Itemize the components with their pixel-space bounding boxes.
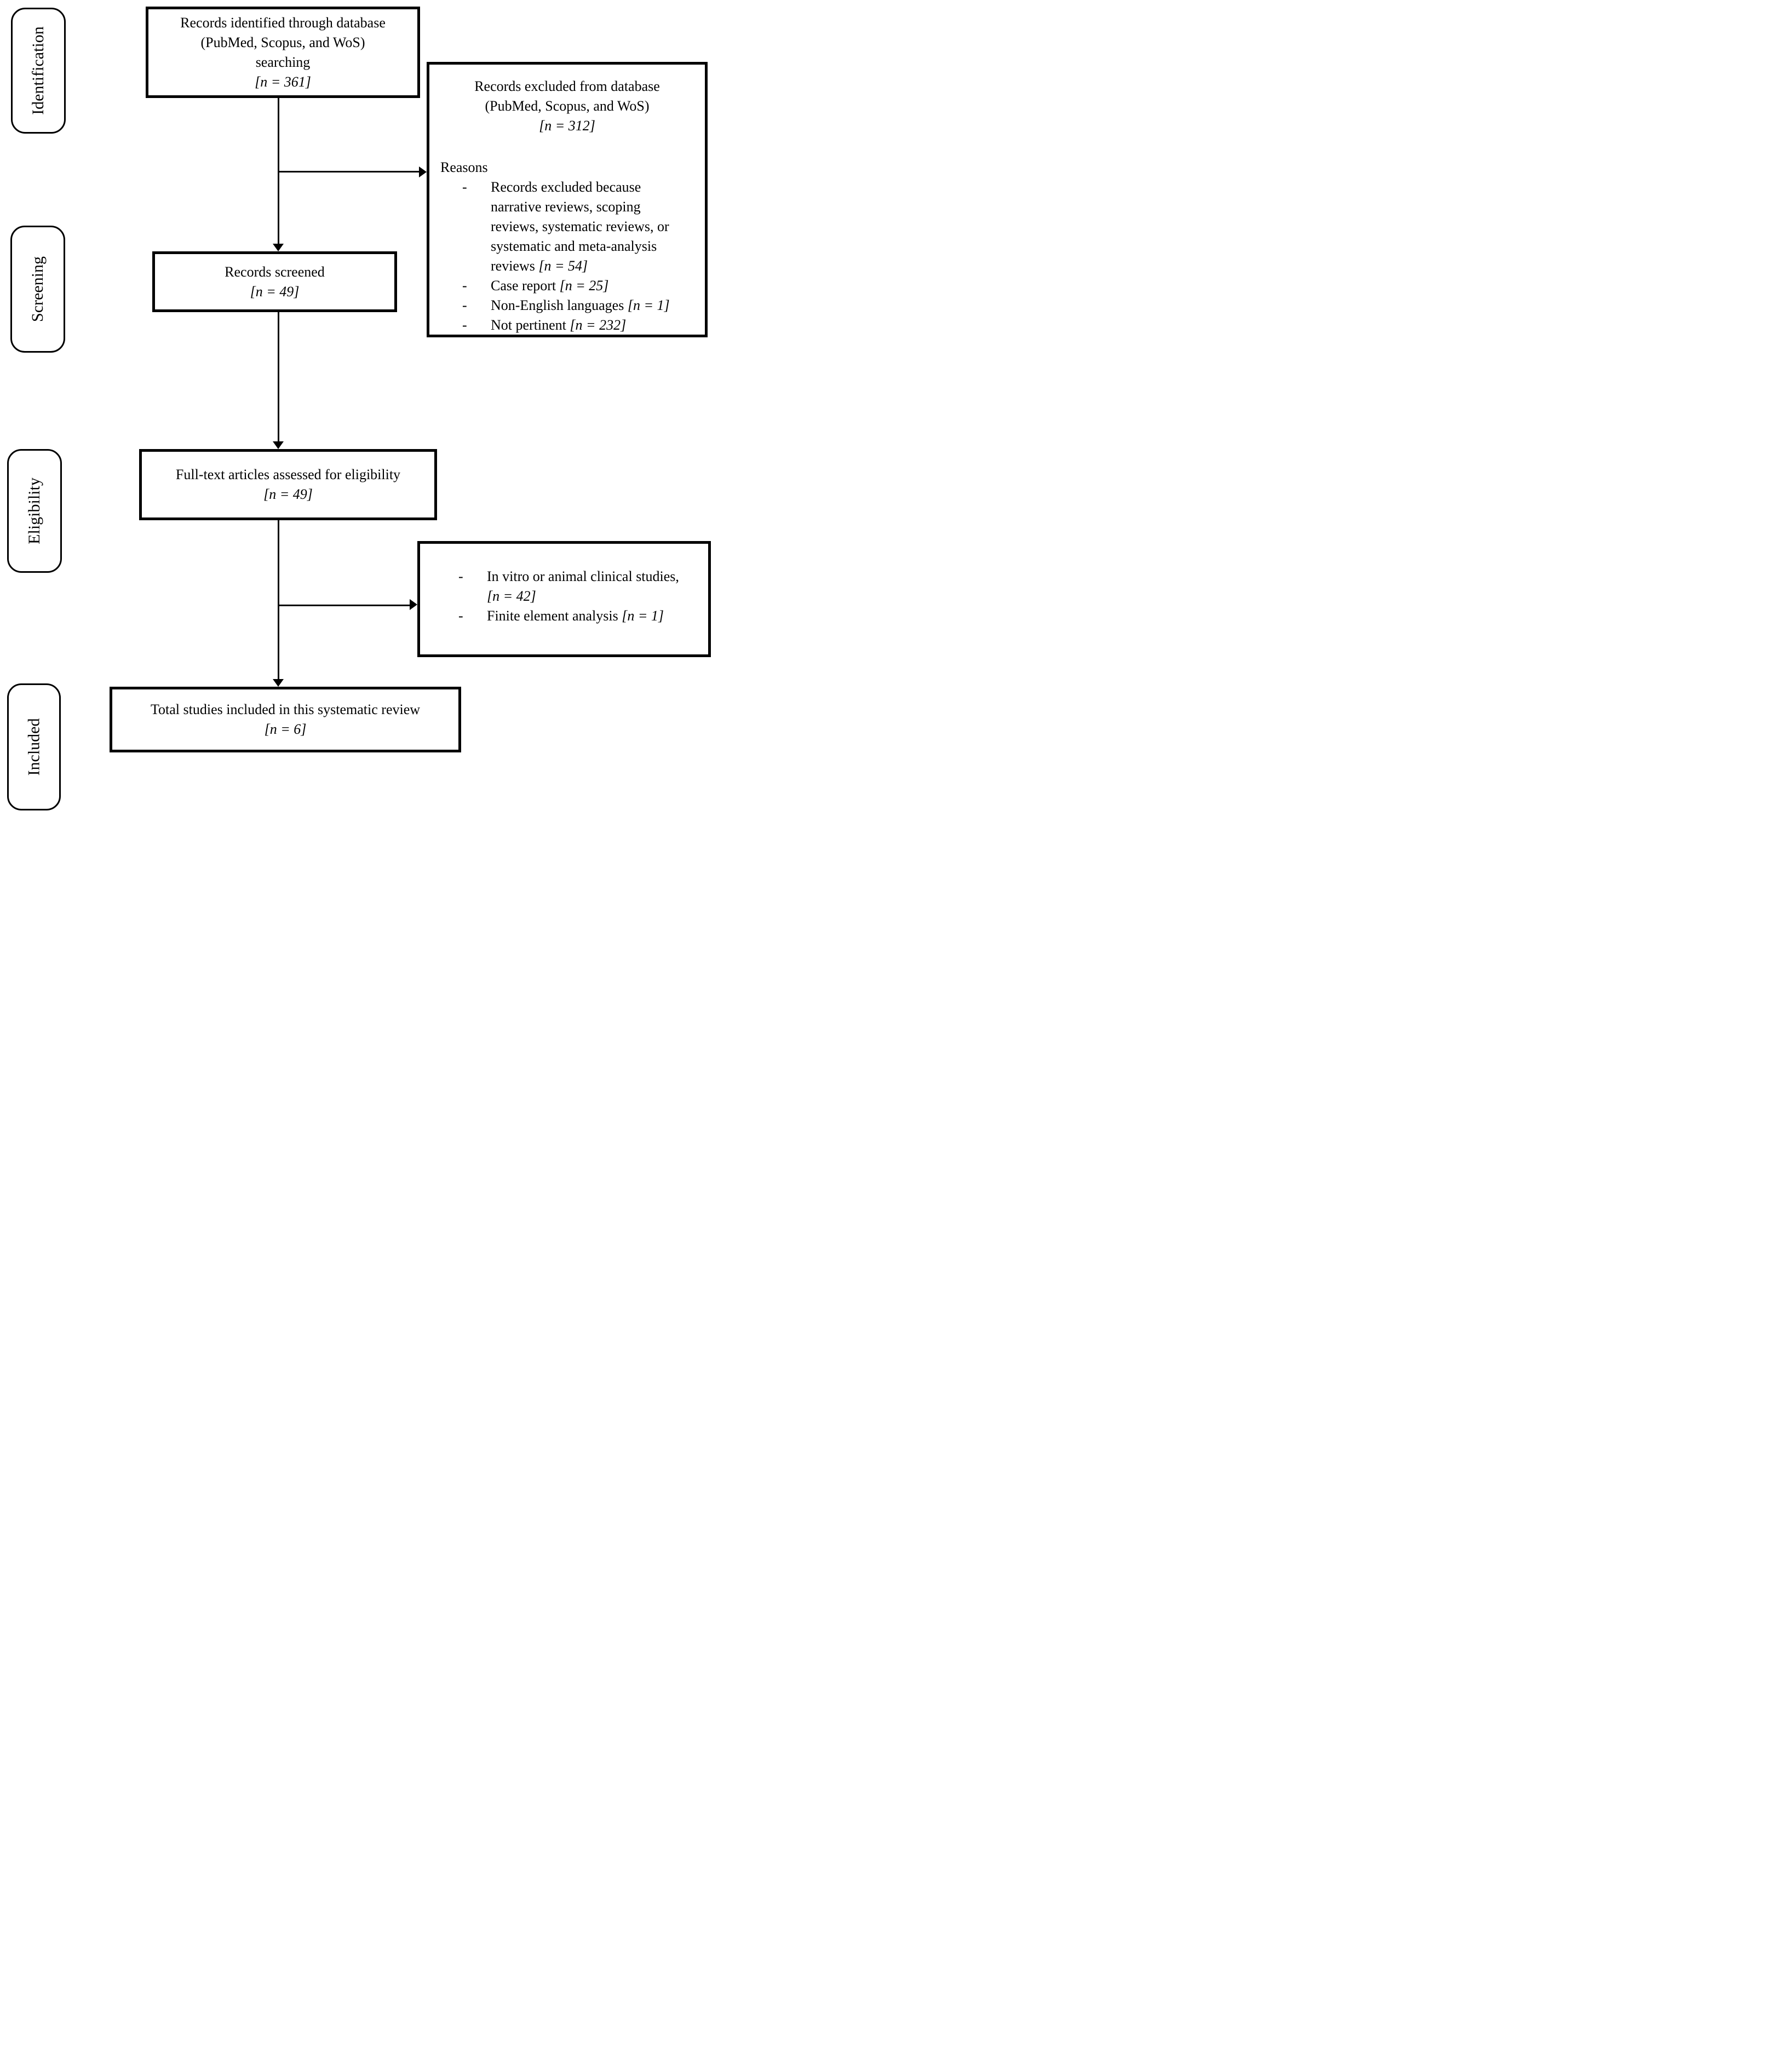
reason-n-value: [n = 232] [570, 317, 627, 333]
box-fulltext-excluded: - In vitro or animal clinical studies, [n… [417, 541, 711, 657]
reason-text: Non-English languages [n = 1] [491, 296, 697, 315]
reason-n-value: [n = 54] [538, 258, 588, 274]
reason-text-body: Finite element analysis [487, 608, 618, 624]
reason-text-body: Records excluded because narrative revie… [491, 179, 669, 274]
stage-label-included: Included [7, 683, 61, 810]
box-n-value: [n = 49] [250, 283, 300, 300]
stage-label-text: Eligibility [25, 478, 44, 544]
reason-text-body: Case report [491, 278, 556, 294]
exclusion-reason: - Not pertinent [n = 232] [462, 315, 697, 335]
reason-text: In vitro or animal clinical studies, [n =… [487, 567, 700, 606]
bullet-dash: - [458, 568, 463, 584]
reasons-label: Reasons [440, 159, 488, 175]
box-records-identified: Records identified through database (Pub… [146, 7, 420, 98]
reason-text: Not pertinent [n = 232] [491, 315, 697, 335]
bullet-dash: - [462, 179, 467, 195]
arrow-fulltext-to-included-line [278, 520, 279, 679]
exclusion-reason: - In vitro or animal clinical studies, [n… [458, 567, 700, 606]
exclusion-reason: - Finite element analysis [n = 1] [458, 606, 700, 626]
arrow-screened-to-fulltext-head [273, 441, 284, 449]
stage-label-text: Identification [29, 26, 48, 115]
box-total-included: Total studies included in this systemati… [110, 687, 461, 752]
arrow-fulltext-to-included-head [273, 679, 284, 687]
stage-label-text: Screening [28, 256, 47, 322]
arrow-screened-to-fulltext-line [278, 312, 279, 441]
reason-text-body: In vitro or animal clinical studies, [487, 568, 679, 584]
box-text-line: Records excluded from database [474, 78, 660, 94]
exclusion-reason: - Case report [n = 25] [462, 276, 697, 296]
reason-text: Records excluded because narrative revie… [491, 177, 697, 276]
reason-n-value: [n = 25] [559, 278, 609, 294]
bullet-dash: - [462, 297, 467, 313]
reason-text-body: Not pertinent [491, 317, 566, 333]
box-text-line: Full-text articles assessed for eligibil… [175, 467, 401, 482]
box-text-line: Total studies included in this systemati… [150, 701, 421, 717]
box-n-value: [n = 6] [264, 721, 307, 737]
box-fulltext-assessed: Full-text articles assessed for eligibil… [139, 449, 437, 520]
box-text-line: Records identified through database [180, 14, 386, 31]
box-records-screened: Records screened [n = 49] [152, 251, 397, 312]
box-text-line: searching [255, 54, 311, 70]
branch-to-excluded-head [419, 166, 427, 177]
exclusion-reason: - Records excluded because narrative rev… [462, 177, 697, 276]
box-n-value: [n = 361] [255, 73, 311, 90]
stage-label-identification: Identification [11, 8, 66, 134]
reason-n-value: [n = 1] [627, 297, 670, 313]
arrow-identified-to-screened-head [273, 244, 284, 251]
box-n-value: [n = 312] [539, 118, 595, 134]
stage-label-eligibility: Eligibility [7, 449, 62, 573]
reason-text-body: Non-English languages [491, 297, 624, 313]
reason-text: Case report [n = 25] [491, 276, 697, 296]
bullet-dash: - [462, 278, 467, 294]
box-n-value: [n = 49] [263, 486, 313, 502]
exclusion-reason: - Non-English languages [n = 1] [462, 296, 697, 315]
branch-to-fulltext-excluded-line [278, 605, 410, 606]
box-text-line: Records screened [225, 263, 325, 280]
box-text-line: (PubMed, Scopus, and WoS) [485, 98, 650, 114]
reason-n-value: [n = 42] [487, 588, 536, 604]
box-records-excluded: Records excluded from database (PubMed, … [427, 62, 708, 337]
stage-label-screening: Screening [10, 226, 65, 353]
branch-to-excluded-line [278, 171, 419, 172]
bullet-dash: - [458, 608, 463, 624]
bullet-dash: - [462, 317, 467, 333]
branch-to-fulltext-excluded-head [410, 599, 417, 610]
reason-n-value: [n = 1] [622, 608, 664, 624]
reason-text: Finite element analysis [n = 1] [487, 606, 700, 626]
prisma-flow-diagram: Identification Screening Eligibility Inc… [0, 0, 717, 821]
box-text-line: (PubMed, Scopus, and WoS) [200, 34, 365, 50]
stage-label-text: Included [25, 718, 43, 776]
